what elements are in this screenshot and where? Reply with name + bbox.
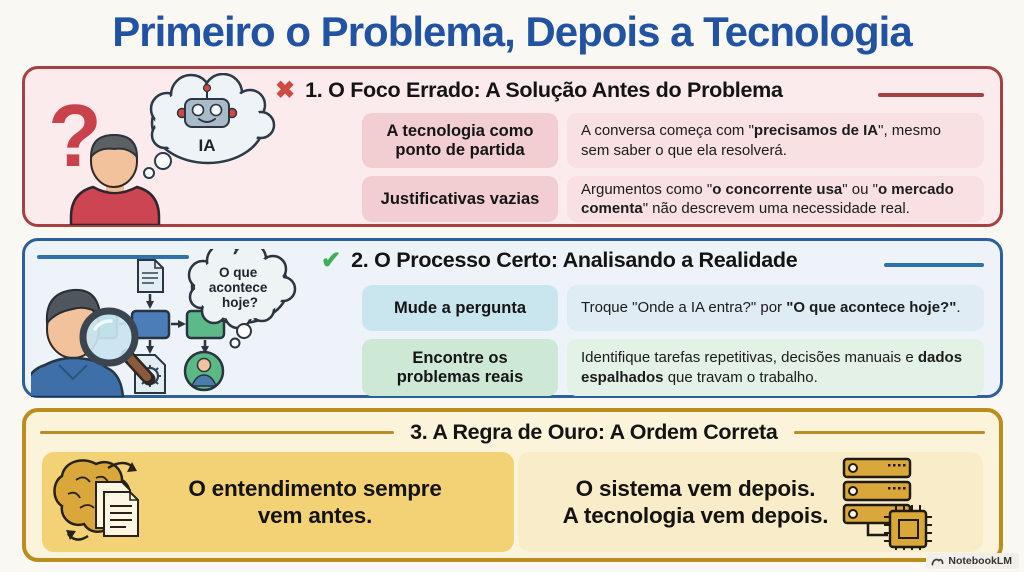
- section1-header: ✖ 1. O Foco Errado: A Solução Antes do P…: [275, 78, 783, 103]
- section2-header: ✔ 2. O Processo Certo: Analisando a Real…: [321, 246, 798, 274]
- row-desc: Troque "Onde a IA entra?" por "O que aco…: [567, 285, 984, 331]
- table-row: A tecnologia como ponto de partida A con…: [362, 113, 984, 168]
- table-row: Encontre os problemas reais Identifique …: [362, 339, 984, 396]
- row-label-change-question: Mude a pergunta: [362, 285, 558, 331]
- section1-header-rule: [878, 93, 984, 97]
- notebooklm-watermark: NotebookLM: [926, 553, 1019, 569]
- row-desc-text: Argumentos como "o concorrente usa" ou "…: [581, 180, 954, 217]
- section1-title: 1. O Foco Errado: A Solução Antes do Pro…: [305, 78, 783, 102]
- section2-header-rule-right: [884, 263, 984, 267]
- section1-rows: A tecnologia como ponto de partida A con…: [362, 113, 984, 222]
- section2-title: 2. O Processo Certo: Analisando a Realid…: [351, 248, 798, 272]
- statement-line: O sistema vem depois.: [575, 475, 816, 501]
- system-later-box: O sistema vem depois. A tecnologia vem d…: [518, 452, 983, 552]
- section2-rows: Mude a pergunta Troque "Onde a IA entra?…: [362, 285, 984, 396]
- row-desc: A conversa começa com "precisamos de IA"…: [567, 113, 984, 168]
- ia-bubble-label: IA: [199, 136, 216, 155]
- page-title: Primeiro o Problema, Depois a Tecnologia: [112, 8, 912, 55]
- brain-documents-icon: [53, 459, 139, 541]
- row-desc-text: Identifique tarefas repetitivas, decisõe…: [581, 349, 963, 386]
- section-right-process: O que acontece hoje? ✔ 2. O Processo Cer…: [22, 238, 1003, 398]
- section3-header-rule-left: [40, 431, 395, 434]
- section-wrong-focus: ? IA: [22, 66, 1003, 227]
- confused-person: [69, 133, 161, 225]
- section3-header-rule-right: [793, 431, 985, 434]
- section3-title: 3. A Regra de Ouro: A Ordem Correta: [410, 420, 778, 444]
- golden-rule-row: O entendimento sempre vem antes. O siste…: [42, 452, 983, 552]
- x-mark-icon: ✖: [275, 76, 296, 104]
- row-label-tech-starting-point: A tecnologia como ponto de partida: [362, 113, 558, 168]
- analysis-illustration: O que acontece hoje?: [31, 249, 297, 397]
- table-row: Justificativas vazias Argumentos como "o…: [362, 176, 984, 222]
- question-cloud: O que acontece hoje?: [187, 249, 297, 349]
- row-desc: Argumentos como "o concorrente usa" ou "…: [567, 176, 984, 222]
- section2-header-rule-left: [37, 255, 189, 259]
- table-row: Mude a pergunta Troque "Onde a IA entra?…: [362, 285, 984, 331]
- statement-line: A tecnologia vem depois.: [562, 503, 829, 528]
- magnifier-icon: [79, 307, 156, 386]
- row-desc: Identifique tarefas repetitivas, decisõe…: [567, 339, 984, 396]
- understanding-first-box: O entendimento sempre vem antes.: [42, 452, 514, 552]
- notebooklm-logo-icon: [931, 558, 944, 566]
- cloud-text: O que acontece hoje?: [209, 265, 271, 310]
- section-golden-rule: 3. A Regra de Ouro: A Ordem Correta: [22, 408, 1003, 562]
- confused-person-illustration: ? IA: [48, 73, 276, 225]
- watermark-label: NotebookLM: [948, 555, 1012, 567]
- row-desc-text: Troque "Onde a IA entra?" por "O que aco…: [581, 299, 961, 317]
- analyst-person: [31, 288, 156, 397]
- robot-icon: [176, 83, 238, 128]
- row-label-empty-justifications: Justificativas vazias: [362, 176, 558, 222]
- check-mark-icon: ✔: [321, 246, 342, 274]
- servers-chip-icon: [843, 457, 933, 550]
- system-later-statement: O sistema vem depois. A tecnologia vem d…: [563, 475, 829, 530]
- row-label-find-real-problems: Encontre os problemas reais: [362, 339, 558, 396]
- understanding-first-statement: O entendimento sempre vem antes.: [188, 475, 442, 528]
- section3-header: 3. A Regra de Ouro: A Ordem Correta: [40, 420, 985, 445]
- row-desc-text: A conversa começa com "precisamos de IA"…: [581, 122, 941, 159]
